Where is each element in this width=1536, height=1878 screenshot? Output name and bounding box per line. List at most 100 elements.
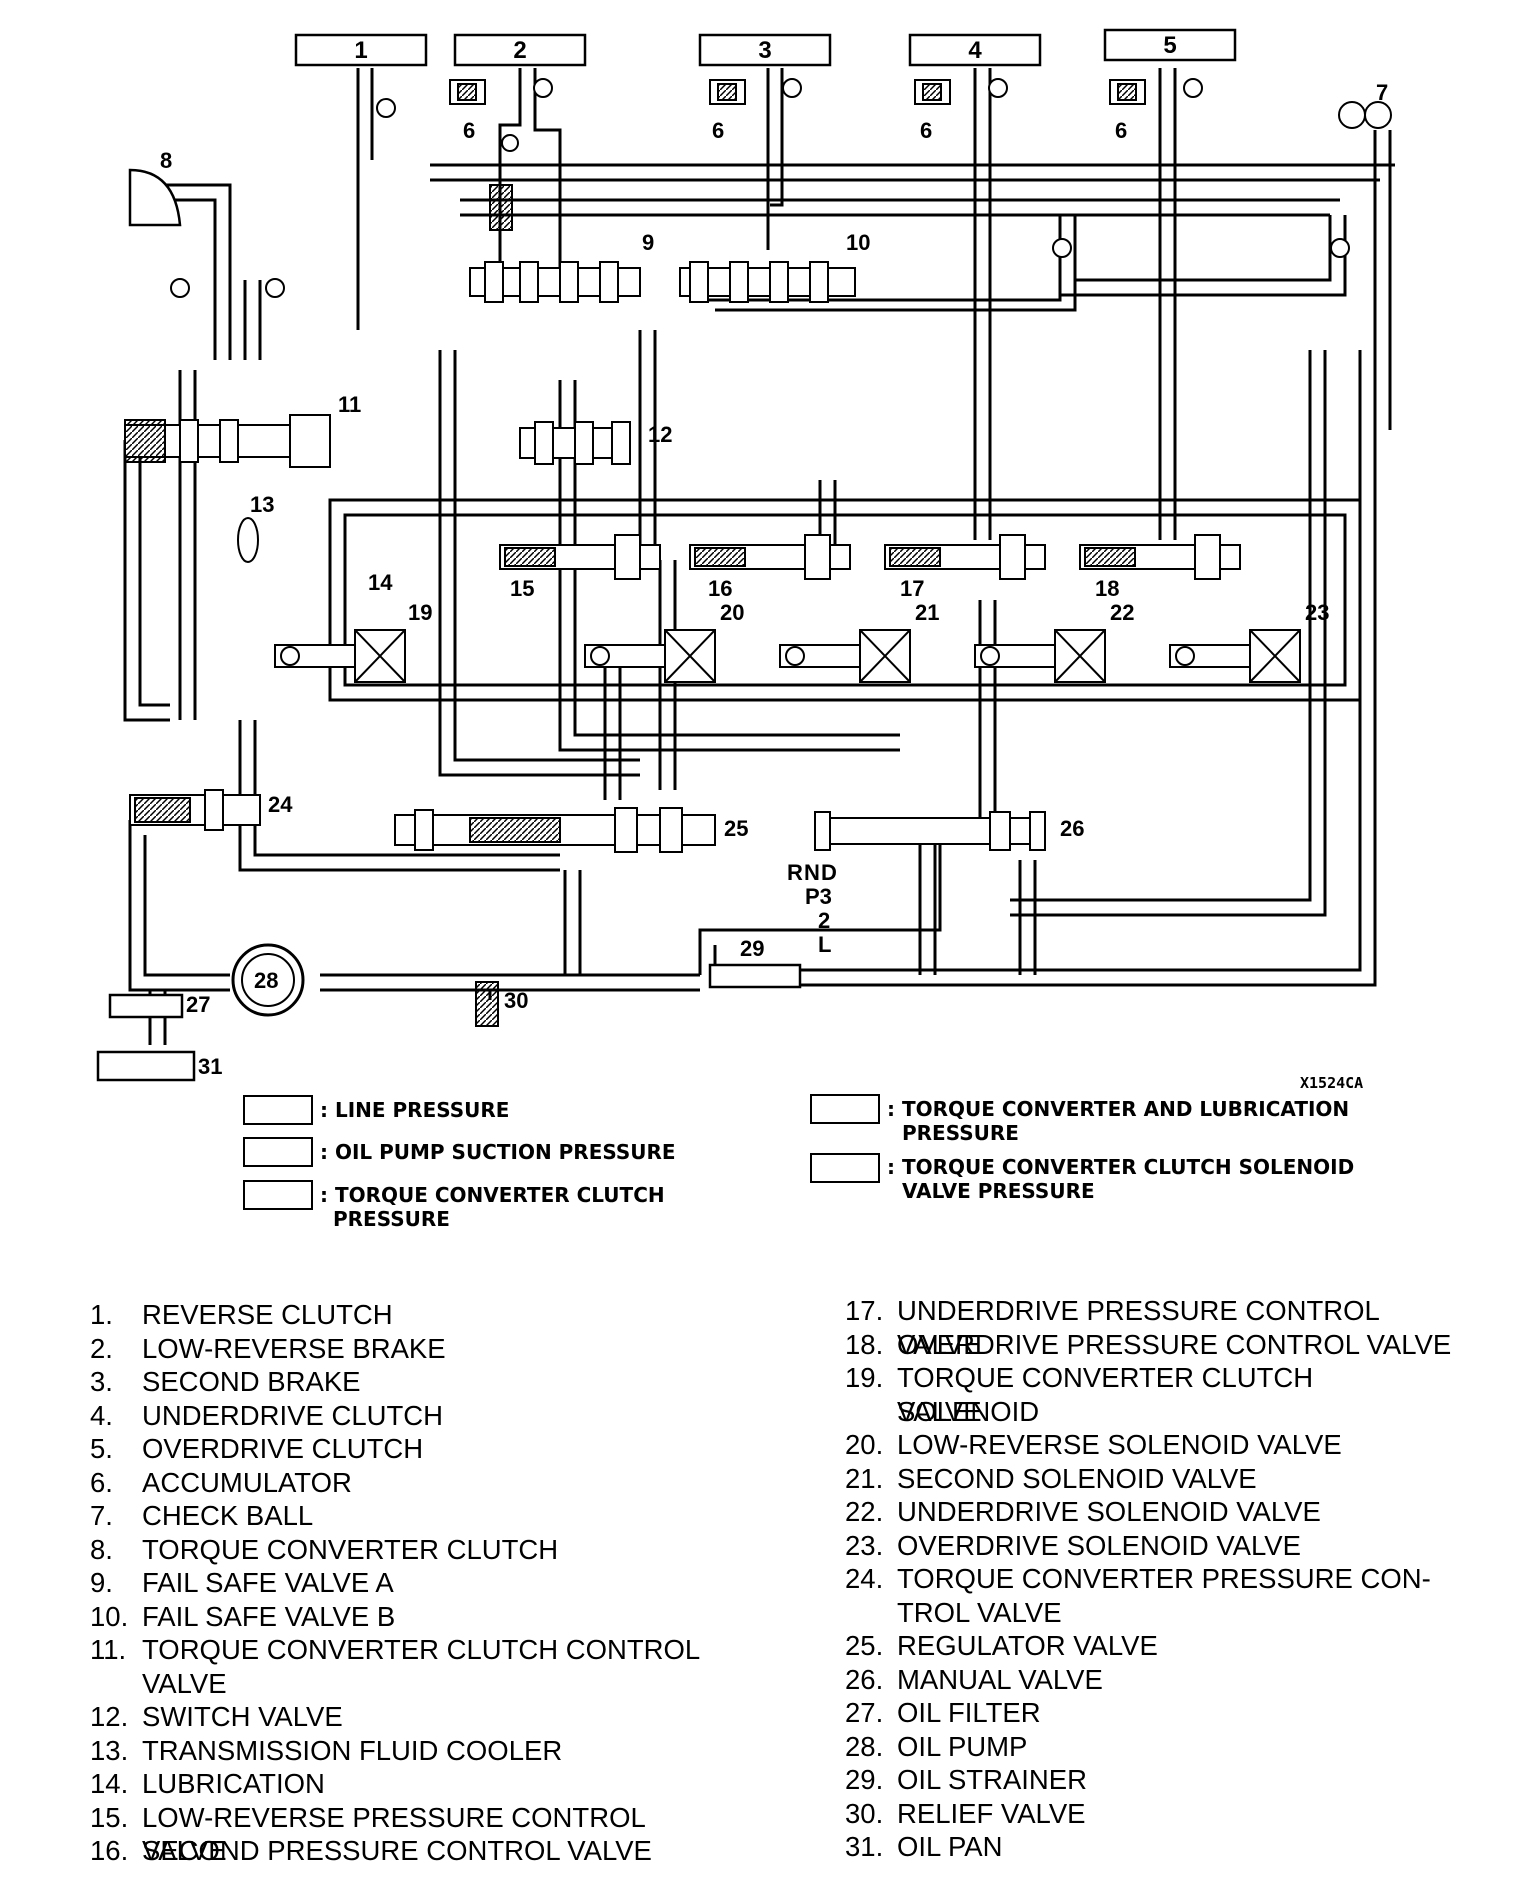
part-name: OVERDRIVE PRESSURE CONTROL VALVE <box>897 1328 1452 1360</box>
torque-converter-clutch <box>128 168 182 227</box>
callout-22: 22 <box>1110 600 1134 625</box>
part-name: OIL STRAINER <box>897 1764 1087 1795</box>
legend-label: : LINE PRESSURE <box>320 1098 510 1122</box>
legend-label: PRESSURE <box>333 1207 450 1231</box>
part-number: 20. <box>845 1429 884 1460</box>
part-number: 24. <box>845 1563 884 1594</box>
part-number: 18. <box>845 1328 884 1360</box>
part-name: UNDERDRIVE PRESSURE CONTROL VALVE <box>897 1295 1379 1360</box>
part-name: OVERDRIVE SOLENOID VALVE <box>897 1529 1301 1561</box>
part-number: 13. <box>90 1734 129 1766</box>
manual-valve <box>814 811 1046 851</box>
legend-label: VALVE PRESSURE <box>902 1179 1095 1203</box>
part-name: UNDERDRIVE CLUTCH <box>142 1399 443 1431</box>
part-number: 4. <box>90 1399 113 1431</box>
box-label-3: 3 <box>758 37 771 64</box>
part-name: TORQUE CONVERTER CLUTCH SOLENOID <box>897 1362 1314 1427</box>
regulator-valve <box>394 807 716 853</box>
box-label-5: 5 <box>1163 32 1176 59</box>
legend-swatch-suction <box>243 1137 313 1167</box>
part-number: 27. <box>845 1697 884 1728</box>
oil-pan <box>96 1050 196 1082</box>
accumulators <box>449 79 1146 105</box>
part-name: TORQUE CONVERTER CLUTCH CONTROL <box>142 1634 701 1665</box>
shift-position-d: D <box>821 860 837 885</box>
part-number: 28. <box>845 1730 884 1762</box>
shift-position-2: 2 <box>818 908 830 933</box>
part-number: 17. <box>845 1295 884 1326</box>
part-name-continued: TROL VALVE <box>897 1596 1062 1628</box>
part-number: 15. <box>90 1801 129 1833</box>
hydraulic-circuit-diagram: 1 2 3 4 5 <box>96 28 1395 1092</box>
part-number: 9. <box>90 1567 113 1598</box>
part-number: 5. <box>90 1433 113 1464</box>
legend-swatch-tcc-solenoid <box>810 1153 880 1183</box>
callout-30: 30 <box>504 988 528 1013</box>
legend-label: : TORQUE CONVERTER CLUTCH SOLENOID <box>887 1155 1355 1179</box>
oil-filter <box>108 993 184 1019</box>
callout-21: 21 <box>915 600 939 625</box>
part-number: 21. <box>845 1462 884 1494</box>
shift-position-l: L <box>818 932 831 957</box>
callout-28: 28 <box>254 968 278 993</box>
part-name: TRANSMISSION FLUID COOLER <box>142 1734 563 1766</box>
callout-12: 12 <box>648 422 672 447</box>
part-name: MANUAL VALVE <box>897 1663 1103 1695</box>
callout-18: 18 <box>1095 576 1119 601</box>
callout-14: 14 <box>368 570 393 595</box>
box-label-1: 1 <box>354 37 367 64</box>
part-name: UNDERDRIVE SOLENOID VALVE <box>897 1496 1321 1527</box>
part-name: ACCUMULATOR <box>142 1466 352 1498</box>
callout-6: 6 <box>463 118 475 143</box>
part-number: 2. <box>90 1332 113 1364</box>
callout-25: 25 <box>724 816 748 841</box>
part-number: 12. <box>90 1701 129 1732</box>
callout-20: 20 <box>720 600 744 625</box>
part-number: 31. <box>845 1831 884 1862</box>
callout-13: 13 <box>250 492 274 517</box>
box-label-2: 2 <box>513 37 526 64</box>
solenoid-valves <box>274 629 1301 683</box>
pressure-check-points <box>170 78 1392 298</box>
callout-23: 23 <box>1305 600 1329 625</box>
part-number: 29. <box>845 1764 884 1795</box>
part-number: 26. <box>845 1663 884 1695</box>
shift-position-n: N <box>804 860 820 885</box>
tc-pressure-control-valve <box>129 789 261 831</box>
clutch-boxes: 1 2 3 4 5 <box>294 28 1237 67</box>
part-name: LOW-REVERSE SOLENOID VALVE <box>897 1429 1342 1460</box>
tcc-control-valve <box>124 414 331 468</box>
part-name-continued: VALVE <box>897 1395 982 1427</box>
part-number: 19. <box>845 1362 884 1393</box>
callout-31: 31 <box>198 1054 222 1079</box>
part-name: SECOND SOLENOID VALVE <box>897 1462 1257 1494</box>
part-number: 10. <box>90 1600 129 1632</box>
callout-19: 19 <box>408 600 432 625</box>
part-name: LOW-REVERSE PRESSURE CONTROL VALVE <box>142 1801 645 1867</box>
relief-valve <box>475 981 499 1027</box>
callout-6: 6 <box>712 118 724 143</box>
part-number: 25. <box>845 1630 884 1661</box>
figure-code: X1524CA <box>1300 1074 1363 1092</box>
callout-15: 15 <box>510 576 534 601</box>
legend-label: PRESSURE <box>902 1121 1019 1145</box>
part-name: REVERSE CLUTCH <box>142 1299 393 1330</box>
part-number: 30. <box>845 1797 884 1829</box>
legend-swatch-tc-lube <box>810 1094 880 1124</box>
part-number: 3. <box>90 1366 113 1397</box>
hydraulic-passages <box>123 68 1395 1045</box>
callout-24: 24 <box>268 792 293 817</box>
fluid-cooler <box>237 517 259 563</box>
callout-26: 26 <box>1060 816 1084 841</box>
part-name: TORQUE CONVERTER PRESSURE CON- <box>897 1563 1431 1594</box>
callout-27: 27 <box>186 992 210 1017</box>
callout-11: 11 <box>338 392 361 417</box>
part-name: SECOND PRESSURE CONTROL VALVE <box>142 1835 652 1866</box>
callout-8: 8 <box>160 148 172 173</box>
oil-strainer <box>708 963 802 989</box>
part-number: 16. <box>90 1835 129 1866</box>
callout-10: 10 <box>846 230 870 255</box>
part-number: 22. <box>845 1496 884 1527</box>
fail-safe-valves <box>469 184 856 303</box>
part-name: LOW-REVERSE BRAKE <box>142 1332 446 1364</box>
